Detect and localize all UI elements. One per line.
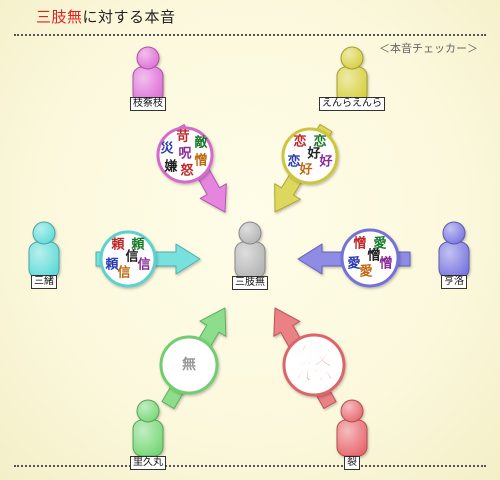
- bottom-right-figure-icon: [336, 399, 368, 457]
- badge-char: 好: [298, 162, 312, 178]
- top-dotted-divider: [14, 34, 486, 36]
- badge-char: 愛: [347, 256, 360, 272]
- bottom-right-name-label: 裂: [344, 456, 360, 470]
- bottom-right-feeling-badge: 怒: [282, 333, 346, 397]
- badge-char: 好: [306, 146, 320, 162]
- badge-char: 恋: [313, 134, 326, 150]
- badge-char: 無: [182, 356, 196, 373]
- badge-char: 怒: [294, 342, 334, 388]
- bottom-left-feeling-badge: 無: [159, 335, 219, 395]
- badge-char: 信: [117, 265, 130, 281]
- right-name-label: 亨洛: [441, 275, 467, 289]
- badge-char: 怒: [180, 163, 193, 179]
- top-left-name-label: 枝蔡枝: [130, 97, 166, 111]
- badge-char: 災: [160, 142, 174, 157]
- badge-char: 嫌: [163, 159, 177, 175]
- badge-char: 愛: [359, 264, 372, 280]
- left-feeling-badge: 頼頼頼信信信: [99, 230, 157, 288]
- left-figure-icon: [28, 221, 60, 279]
- center-figure-icon: [234, 221, 266, 279]
- badge-char: 憎: [353, 236, 366, 252]
- page-title: 三肢無に対する本音: [36, 6, 176, 27]
- top-left-figure-icon: [132, 46, 164, 104]
- badge-char: 憎: [379, 256, 392, 272]
- badge-char: 呪: [178, 147, 191, 162]
- left-name-label: 三緒: [31, 275, 57, 289]
- center-name-label: 三肢無: [232, 276, 268, 290]
- badge-char: 頼: [104, 257, 119, 273]
- badge-char: 恋: [287, 154, 300, 170]
- bottom-left-figure-icon: [132, 399, 164, 457]
- badge-char: 敵: [194, 135, 208, 151]
- top-right-figure-icon: [336, 46, 368, 104]
- badge-char: 信: [137, 257, 150, 273]
- badge-char: 頼: [130, 237, 145, 253]
- top-left-feeling-badge: 苛敵 災呪憎 嫌怒: [156, 126, 214, 184]
- badge-char: 頼: [110, 237, 125, 253]
- top-right-feeling-badge: 恋恋恋好好好: [281, 127, 339, 185]
- right-figure-icon: [438, 221, 470, 279]
- badge-char: 憎: [367, 248, 380, 264]
- badge-char: 恋: [293, 134, 306, 150]
- title-highlight: 三肢無: [36, 8, 83, 26]
- badge-char: 愛: [373, 236, 386, 252]
- right-feeling-badge: 憎愛愛憎愛憎: [340, 228, 400, 288]
- badge-char: 苛: [176, 129, 189, 145]
- badge-char: 好: [318, 154, 332, 170]
- title-rest: に対する本音: [82, 8, 176, 26]
- bottom-left-name-label: 里久丸: [130, 456, 166, 470]
- top-right-name-label: えんらえんら: [319, 97, 385, 111]
- badge-char: 憎: [194, 153, 207, 169]
- bottom-dotted-divider: [14, 465, 486, 467]
- badge-char: 信: [125, 249, 138, 265]
- subtitle: ＜本音チェッカー＞: [379, 42, 478, 55]
